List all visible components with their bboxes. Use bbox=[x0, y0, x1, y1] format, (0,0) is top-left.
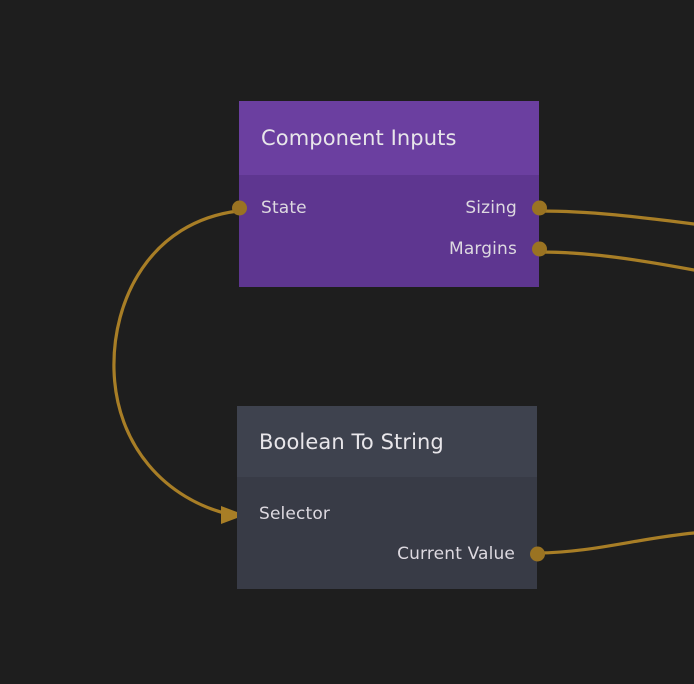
node-component-inputs-body: State Sizing Margins bbox=[232, 175, 547, 287]
port-dot-current-value-icon[interactable] bbox=[530, 546, 545, 562]
wire-margins-out bbox=[538, 250, 694, 272]
port-row-output-sizing[interactable]: Sizing bbox=[239, 195, 547, 221]
port-row-input-selector[interactable]: Selector bbox=[237, 501, 537, 527]
node-component-inputs[interactable]: Component Inputs State Sizing Margins bbox=[232, 101, 547, 287]
node-title: Component Inputs bbox=[261, 126, 457, 150]
port-label-margins: Margins bbox=[449, 239, 517, 259]
node-component-inputs-header[interactable]: Component Inputs bbox=[239, 101, 539, 175]
node-boolean-to-string-header[interactable]: Boolean To String bbox=[237, 406, 537, 477]
port-label-state: State bbox=[261, 198, 307, 218]
port-dot-margins-icon[interactable] bbox=[532, 241, 547, 257]
port-row-input-state[interactable]: State bbox=[232, 195, 539, 221]
node-boolean-to-string[interactable]: Boolean To String Selector Current Value bbox=[237, 406, 545, 589]
port-dot-state-icon[interactable] bbox=[232, 200, 247, 216]
port-label-sizing: Sizing bbox=[465, 198, 517, 218]
wire-sizing-out bbox=[538, 209, 694, 226]
port-row-output-margins[interactable]: Margins bbox=[239, 236, 547, 262]
port-label-selector: Selector bbox=[259, 504, 331, 524]
port-row-output-current-value[interactable]: Current Value bbox=[237, 541, 545, 567]
port-label-current-value: Current Value bbox=[397, 544, 515, 564]
wire-state-to-selector bbox=[112, 209, 240, 517]
port-dot-sizing-icon[interactable] bbox=[532, 200, 547, 216]
node-boolean-to-string-body: Selector Current Value bbox=[237, 477, 545, 589]
node-title: Boolean To String bbox=[259, 429, 444, 454]
wire-current-value-out bbox=[535, 531, 694, 555]
